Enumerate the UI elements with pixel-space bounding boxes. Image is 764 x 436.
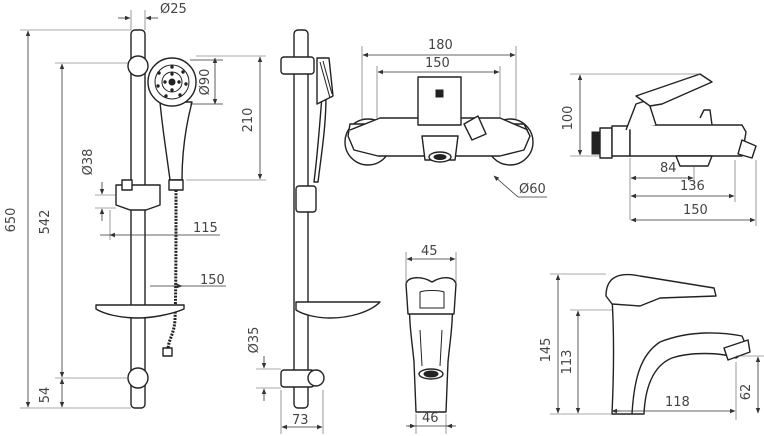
dim-136-label: 136	[680, 179, 705, 194]
dim-650-label: 650	[4, 208, 19, 233]
dim-145-label: 145	[539, 338, 554, 363]
dim-d60-label: Ø60	[519, 182, 546, 197]
dim-45-label: 45	[421, 244, 438, 259]
basin-mixer-front-view: 45 46	[405, 244, 457, 434]
side-bottom-cap	[307, 369, 325, 387]
side-rail	[293, 29, 309, 409]
slide-holder	[115, 184, 161, 211]
dim-84-label: 84	[660, 161, 677, 176]
side-top-bracket	[280, 56, 315, 75]
dim-73-label: 73	[292, 413, 309, 428]
side-mixer-body	[629, 124, 747, 157]
basin-spout-tip	[723, 339, 751, 361]
dim-d35-label: Ø35	[247, 327, 262, 354]
dim-150-inlet-label: 150	[425, 56, 450, 71]
holder-knob	[121, 179, 133, 191]
dim-d38-label: Ø38	[81, 149, 96, 176]
side-diverter	[699, 109, 713, 126]
basin-lever-front	[405, 277, 457, 315]
nozzle-dots	[156, 65, 188, 98]
basin-body-side	[611, 297, 749, 415]
dim-150-depth-label: 150	[683, 203, 708, 218]
dim-118-label: 118	[665, 395, 690, 410]
wall-connector	[591, 131, 601, 155]
dim-100-label: 100	[561, 106, 576, 131]
side-hand-shower	[313, 95, 327, 183]
dim-d25-label: Ø25	[160, 2, 187, 17]
connector-nut	[599, 127, 613, 159]
shower-rail	[130, 29, 146, 409]
dim-542-label: 542	[38, 210, 53, 235]
dim-54-label: 54	[38, 387, 53, 404]
dim-46-label: 46	[422, 411, 439, 426]
side-spout-outlet	[675, 155, 713, 167]
shower-set-front-view: 650 542 54 Ø25 Ø38 115 150 Ø90	[4, 2, 266, 409]
basin-mixer-side-view: 145 113 62 118	[539, 273, 764, 420]
dim-115-label: 115	[193, 221, 218, 236]
hose-fitting	[162, 347, 173, 357]
soap-dish	[95, 304, 185, 319]
bath-mixer-side-view: 100 84 136 150	[561, 73, 757, 226]
side-lever-stem	[625, 99, 657, 131]
side-slide-holder	[295, 185, 317, 213]
rail-top-bracket	[127, 55, 149, 77]
dim-62-label: 62	[739, 384, 754, 401]
basin-lever-side	[605, 273, 717, 307]
dim-113-label: 113	[560, 350, 575, 375]
shower-set-side-view: Ø35 73	[247, 29, 381, 434]
rail-bottom-bracket	[127, 367, 149, 389]
dim-d90-label: Ø90	[198, 69, 213, 96]
dim-150-soap-label: 150	[200, 273, 225, 288]
shower-hose	[166, 189, 178, 351]
bath-mixer-front-view: 180 150 Ø60	[344, 38, 547, 198]
indicator-dot	[435, 89, 444, 98]
side-lever	[635, 73, 713, 107]
hand-shower	[147, 57, 197, 191]
dim-210-label: 210	[241, 108, 256, 133]
diverter-knob	[463, 115, 487, 141]
dim-180-label: 180	[428, 38, 453, 53]
side-soap-dish	[295, 301, 381, 319]
lever-handle	[417, 76, 462, 126]
